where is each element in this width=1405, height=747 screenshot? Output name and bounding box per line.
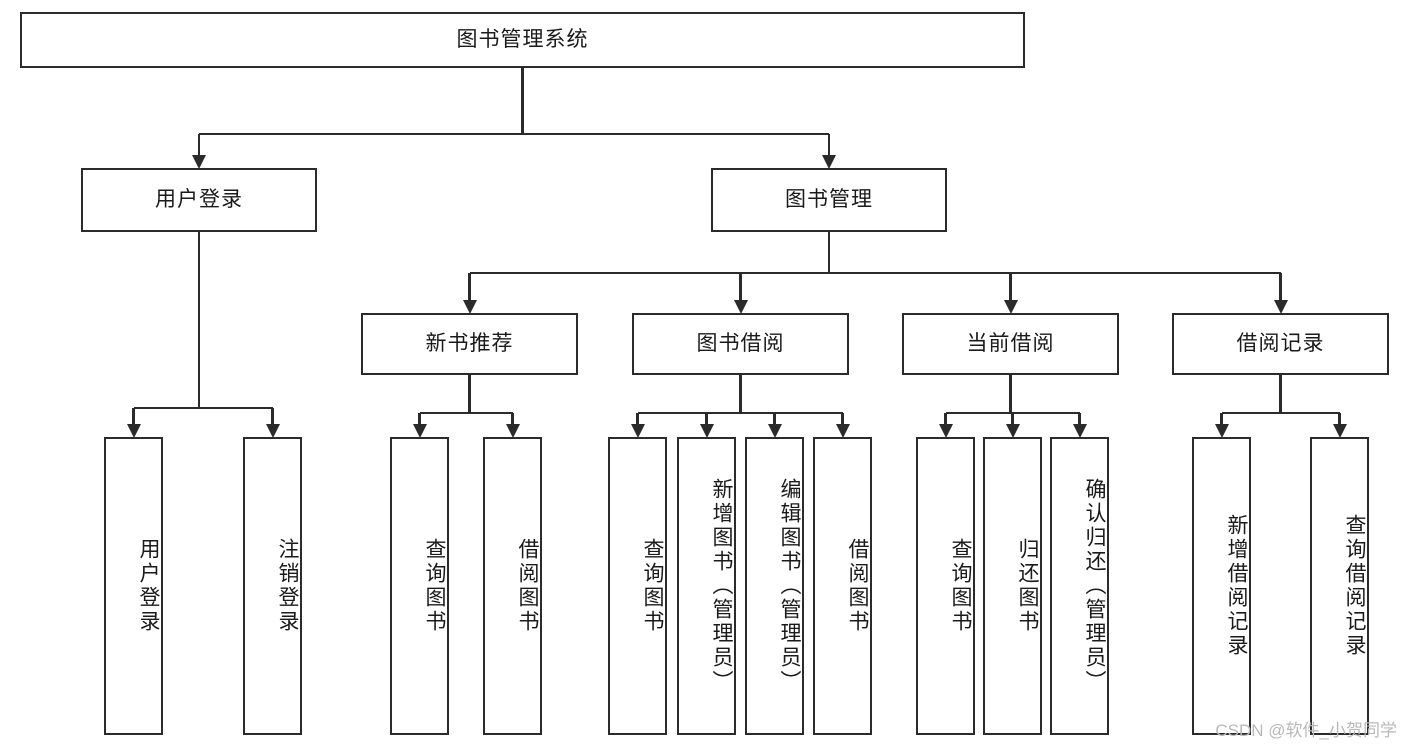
leaf-user-login-label: 用户登录 [137, 538, 160, 634]
node-book-borrow-label: 图书借阅 [696, 332, 785, 356]
leaf-query-book-2-label: 查询图书 [641, 538, 664, 634]
leaf-borrow-book-2: 借阅图书 [813, 437, 872, 735]
arrowhead-icon [462, 300, 477, 314]
node-new-book-rec-label: 新书推荐 [425, 332, 514, 356]
connector-horizontal [637, 411, 843, 415]
connector-horizontal [1221, 411, 1340, 415]
leaf-return-book: 归还图书 [983, 437, 1042, 735]
connector-vertical [739, 273, 742, 300]
leaf-query-book-1-label: 查询图书 [423, 538, 446, 634]
leaf-logout: 注销登录 [243, 437, 302, 735]
connector-vertical [511, 413, 514, 424]
connector-vertical [841, 413, 844, 424]
arrowhead-icon [733, 300, 748, 314]
arrowhead-icon [192, 155, 206, 169]
leaf-query-book-2: 查询图书 [608, 437, 667, 735]
leaf-query-book-3-label: 查询图书 [949, 538, 972, 634]
arrowhead-icon [822, 155, 836, 169]
leaf-return-book-label: 归还图书 [1016, 538, 1039, 634]
connector-vertical [521, 68, 524, 134]
node-borrow-record: 借阅记录 [1172, 313, 1389, 375]
arrowhead-icon [505, 424, 520, 438]
node-current-borrow-label: 当前借阅 [966, 332, 1055, 356]
node-user-login: 用户登录 [81, 168, 317, 232]
connector-vertical [827, 232, 831, 273]
node-root: 图书管理系统 [20, 12, 1025, 68]
leaf-add-book-label: 新增图书（管理员） [710, 478, 733, 694]
connector-horizontal [469, 271, 1281, 275]
arrowhead-icon [1214, 424, 1229, 438]
connector-vertical [739, 375, 742, 413]
node-book-manage-label: 图书管理 [785, 188, 873, 212]
node-book-borrow: 图书借阅 [632, 313, 849, 375]
arrowhead-icon [1072, 424, 1087, 438]
connector-vertical [827, 134, 831, 155]
arrowhead-icon [767, 424, 782, 438]
leaf-query-record: 查询借阅记录 [1310, 437, 1369, 735]
arrowhead-icon [699, 424, 714, 438]
node-book-manage: 图书管理 [711, 168, 947, 232]
leaf-borrow-book-2-label: 借阅图书 [846, 538, 869, 634]
connector-vertical [636, 413, 639, 424]
arrowhead-icon [1005, 424, 1020, 438]
connector-horizontal [199, 132, 829, 136]
leaf-logout-label: 注销登录 [276, 538, 299, 634]
connector-vertical [1078, 413, 1081, 424]
connector-vertical [1009, 273, 1012, 300]
connector-vertical [1011, 413, 1014, 424]
leaf-user-login: 用户登录 [104, 437, 163, 735]
connector-vertical [132, 408, 135, 424]
connector-vertical [197, 134, 201, 155]
connector-vertical [1279, 273, 1282, 300]
leaf-query-book-3: 查询图书 [916, 437, 975, 735]
connector-horizontal [133, 406, 273, 410]
leaf-add-record-label: 新增借阅记录 [1225, 514, 1248, 658]
leaf-add-record: 新增借阅记录 [1192, 437, 1251, 735]
arrowhead-icon [1273, 300, 1288, 314]
arrowhead-icon [265, 424, 280, 438]
watermark: CSDN @软件_小贺同学 [1215, 721, 1397, 740]
arrowhead-icon [835, 424, 850, 438]
leaf-borrow-book-1-label: 借阅图书 [516, 538, 539, 634]
leaf-confirm-return-label: 确认归还（管理员） [1083, 478, 1106, 694]
connector-vertical [418, 413, 421, 424]
arrowhead-icon [938, 424, 953, 438]
arrowhead-icon [630, 424, 645, 438]
connector-vertical [271, 408, 274, 424]
connector-vertical [468, 273, 471, 300]
connector-vertical [944, 413, 947, 424]
connector-vertical [197, 232, 201, 408]
leaf-confirm-return: 确认归还（管理员） [1050, 437, 1109, 735]
connector-vertical [468, 375, 471, 413]
connector-vertical [1338, 413, 1341, 424]
leaf-edit-book: 编辑图书（管理员） [745, 437, 804, 735]
leaf-query-record-label: 查询借阅记录 [1343, 514, 1366, 658]
arrowhead-icon [412, 424, 427, 438]
node-borrow-record-label: 借阅记录 [1236, 332, 1325, 356]
connector-vertical [1220, 413, 1223, 424]
leaf-borrow-book-1: 借阅图书 [483, 437, 542, 735]
connector-vertical [705, 413, 708, 424]
connector-horizontal [419, 411, 513, 415]
leaf-add-book: 新增图书（管理员） [677, 437, 736, 735]
arrowhead-icon [1332, 424, 1347, 438]
connector-vertical [773, 413, 776, 424]
arrowhead-icon [126, 424, 141, 438]
node-new-book-rec: 新书推荐 [361, 313, 578, 375]
leaf-query-book-1: 查询图书 [390, 437, 449, 735]
node-root-label: 图书管理系统 [456, 28, 589, 52]
leaf-edit-book-label: 编辑图书（管理员） [778, 478, 801, 694]
arrowhead-icon [1003, 300, 1018, 314]
node-current-borrow: 当前借阅 [902, 313, 1119, 375]
connector-vertical [1009, 375, 1012, 413]
connector-vertical [1279, 375, 1282, 413]
node-user-login-label: 用户登录 [155, 188, 243, 212]
